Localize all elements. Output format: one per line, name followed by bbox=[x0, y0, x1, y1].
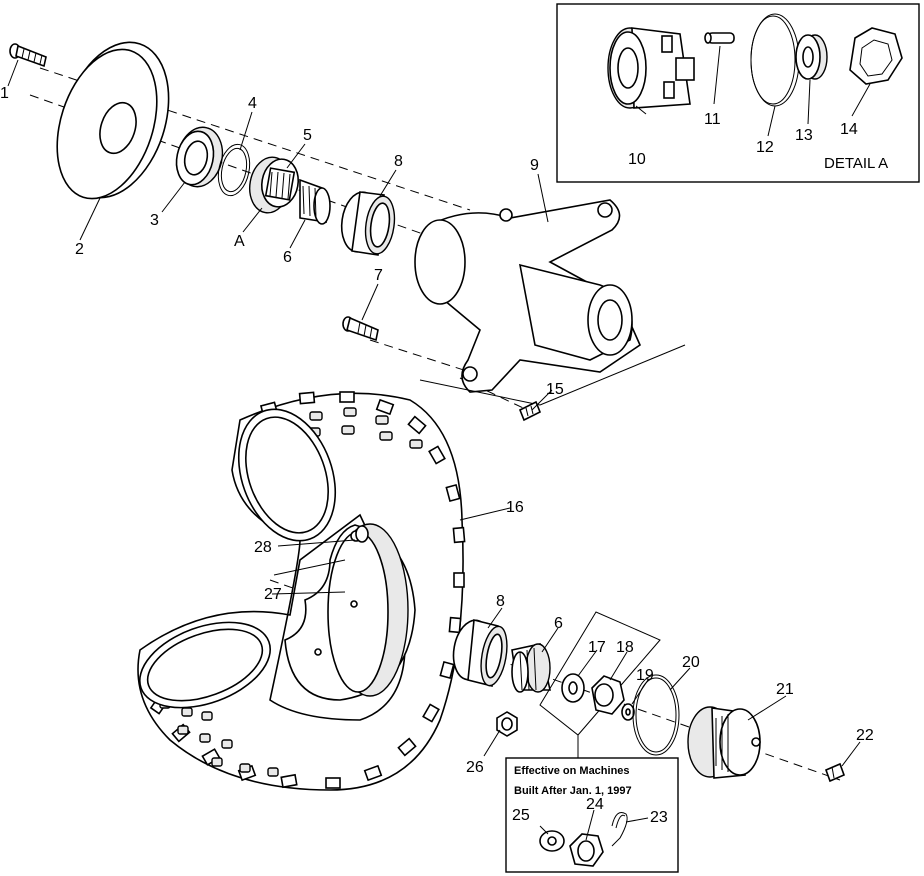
note-line-1: Effective on Machines bbox=[514, 765, 630, 777]
callout-2: 2 bbox=[75, 241, 84, 258]
callout-10: 10 bbox=[628, 151, 646, 168]
callout-3: 3 bbox=[150, 212, 159, 229]
part-9-spindle bbox=[414, 199, 686, 406]
callout-15: 15 bbox=[546, 381, 564, 398]
callout-20: 20 bbox=[682, 654, 700, 671]
callout-A: A bbox=[234, 233, 245, 250]
part-21-hub-cap bbox=[687, 706, 761, 779]
part-4-snap-ring bbox=[217, 143, 251, 197]
part-20-o-ring bbox=[632, 674, 680, 756]
part-28-valve-stem bbox=[355, 525, 369, 543]
callout-24: 24 bbox=[586, 796, 604, 813]
callout-7: 7 bbox=[374, 267, 383, 284]
callout-12: 12 bbox=[756, 139, 774, 156]
tire-lugs-lower bbox=[159, 699, 279, 777]
part-26-lug-nut bbox=[496, 711, 518, 737]
callout-16: 16 bbox=[506, 499, 524, 516]
part-5-hub-assembly bbox=[249, 156, 300, 214]
callout-23: 23 bbox=[650, 809, 668, 826]
callout-11: 11 bbox=[704, 111, 721, 128]
part-1-screw bbox=[9, 43, 47, 68]
hardware-group-17-19 bbox=[539, 611, 661, 760]
part-8-upper-race bbox=[340, 191, 396, 256]
callout-22: 22 bbox=[856, 727, 874, 744]
detail-a-title: DETAIL A bbox=[824, 155, 888, 172]
part-14-nut bbox=[849, 27, 903, 85]
part-11-pin bbox=[704, 32, 735, 44]
callout-18: 18 bbox=[616, 639, 634, 656]
tire-tread-blocks bbox=[149, 391, 466, 789]
callout-27: 27 bbox=[264, 586, 282, 603]
callout-9: 9 bbox=[530, 157, 539, 174]
callout-28: 28 bbox=[254, 539, 272, 556]
part-3-seal bbox=[175, 126, 224, 188]
part-13-washer bbox=[795, 34, 828, 80]
detail-a-panel bbox=[556, 3, 920, 183]
part-10-hub bbox=[607, 27, 695, 109]
part-6-upper-bearing bbox=[299, 178, 331, 225]
part-27-wheel-rim bbox=[138, 408, 416, 709]
callout-19: 19 bbox=[636, 667, 654, 684]
tire-lugs-upper bbox=[307, 407, 423, 449]
effective-note-panel bbox=[505, 757, 679, 873]
callout-labels: 1 2 3 4 5 A 6 8 9 7 10 11 12 13 14 DETAI… bbox=[0, 85, 888, 826]
callout-1: 1 bbox=[0, 85, 9, 102]
callout-21: 21 bbox=[776, 681, 794, 698]
callout-5: 5 bbox=[303, 127, 312, 144]
part-2-disc bbox=[56, 41, 170, 200]
leader-lines bbox=[7, 45, 871, 841]
note-line-2: Built After Jan. 1, 1997 bbox=[514, 785, 632, 797]
callout-14: 14 bbox=[840, 121, 858, 138]
callout-13: 13 bbox=[795, 127, 813, 144]
part-22-screw bbox=[824, 762, 846, 783]
callout-17: 17 bbox=[588, 639, 606, 656]
callout-25: 25 bbox=[512, 807, 530, 824]
callout-4: 4 bbox=[248, 95, 257, 112]
callout-8-upper: 8 bbox=[394, 153, 403, 170]
callout-6-lower: 6 bbox=[554, 615, 563, 632]
callout-8-lower: 8 bbox=[496, 593, 505, 610]
part-8-lower-race bbox=[452, 618, 508, 688]
part-6-lower-bearing bbox=[511, 643, 551, 693]
callout-6-upper: 6 bbox=[283, 249, 292, 266]
callout-26: 26 bbox=[466, 759, 484, 776]
part-7-bolt bbox=[342, 316, 379, 342]
